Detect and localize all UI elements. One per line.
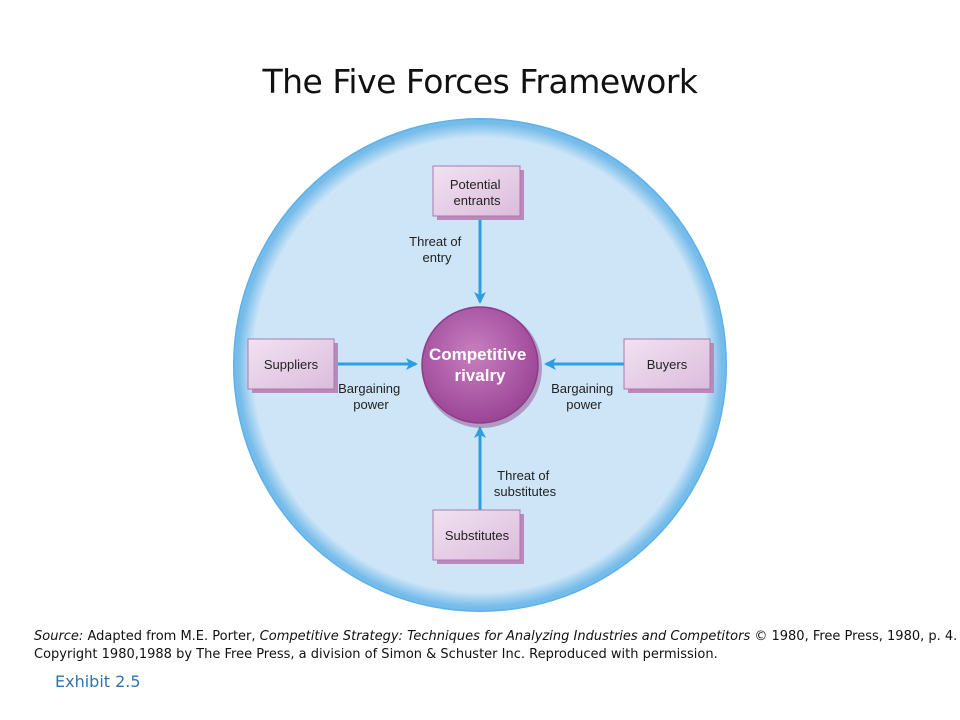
svg-text:Substitutes: Substitutes: [445, 528, 510, 543]
svg-text:Potential entrants: Potential entrants: [450, 177, 504, 208]
svg-text:Competitive rivalry: Competitive rivalry: [429, 345, 531, 385]
source-line-2: Copyright 1980,1988 by The Free Press, a…: [34, 647, 718, 662]
bargaining-power-buyers-label: Bargaining power: [551, 381, 617, 412]
bargaining-power-suppliers-label: Bargaining power: [338, 381, 404, 412]
source-note: Source: Adapted from M.E. Porter, Compet…: [34, 628, 958, 664]
svg-text:Buyers: Buyers: [647, 357, 688, 372]
buyers-node: Buyers: [623, 338, 714, 393]
suppliers-node: Suppliers: [247, 338, 338, 393]
background-ring: [234, 119, 726, 611]
buyers-label: Buyers: [647, 357, 688, 372]
threat-of-entry-label: Threat of entry: [409, 234, 465, 265]
source-line-1: Source: Adapted from M.E. Porter, Compet…: [34, 628, 958, 646]
competitive-rivalry-node: Competitive rivalry: [421, 306, 542, 428]
substitutes-label: Substitutes: [445, 528, 510, 543]
substitutes-node: Substitutes: [432, 509, 524, 564]
page-title: The Five Forces Framework: [262, 62, 698, 101]
source-label: Source:: [34, 629, 84, 644]
svg-text:Suppliers: Suppliers: [264, 357, 319, 372]
threat-of-substitutes-label: Threat of substitutes: [494, 468, 557, 499]
suppliers-label: Suppliers: [264, 357, 319, 372]
exhibit-label: Exhibit 2.5: [55, 672, 141, 691]
source-book-title: Competitive Strategy: Techniques for Ana…: [259, 629, 751, 644]
source-text-1: Adapted from M.E. Porter,: [83, 629, 260, 644]
competitive-rivalry-label-2: rivalry: [454, 366, 506, 385]
competitive-rivalry-label-1: Competitive: [429, 345, 526, 364]
source-text-2: © 1980, Free Press, 1980, p. 4.: [750, 629, 958, 644]
potential-entrants-label-1: Potential: [450, 177, 501, 192]
potential-entrants-label-2: entrants: [454, 193, 501, 208]
potential-entrants-node: Potential entrants: [432, 165, 524, 220]
